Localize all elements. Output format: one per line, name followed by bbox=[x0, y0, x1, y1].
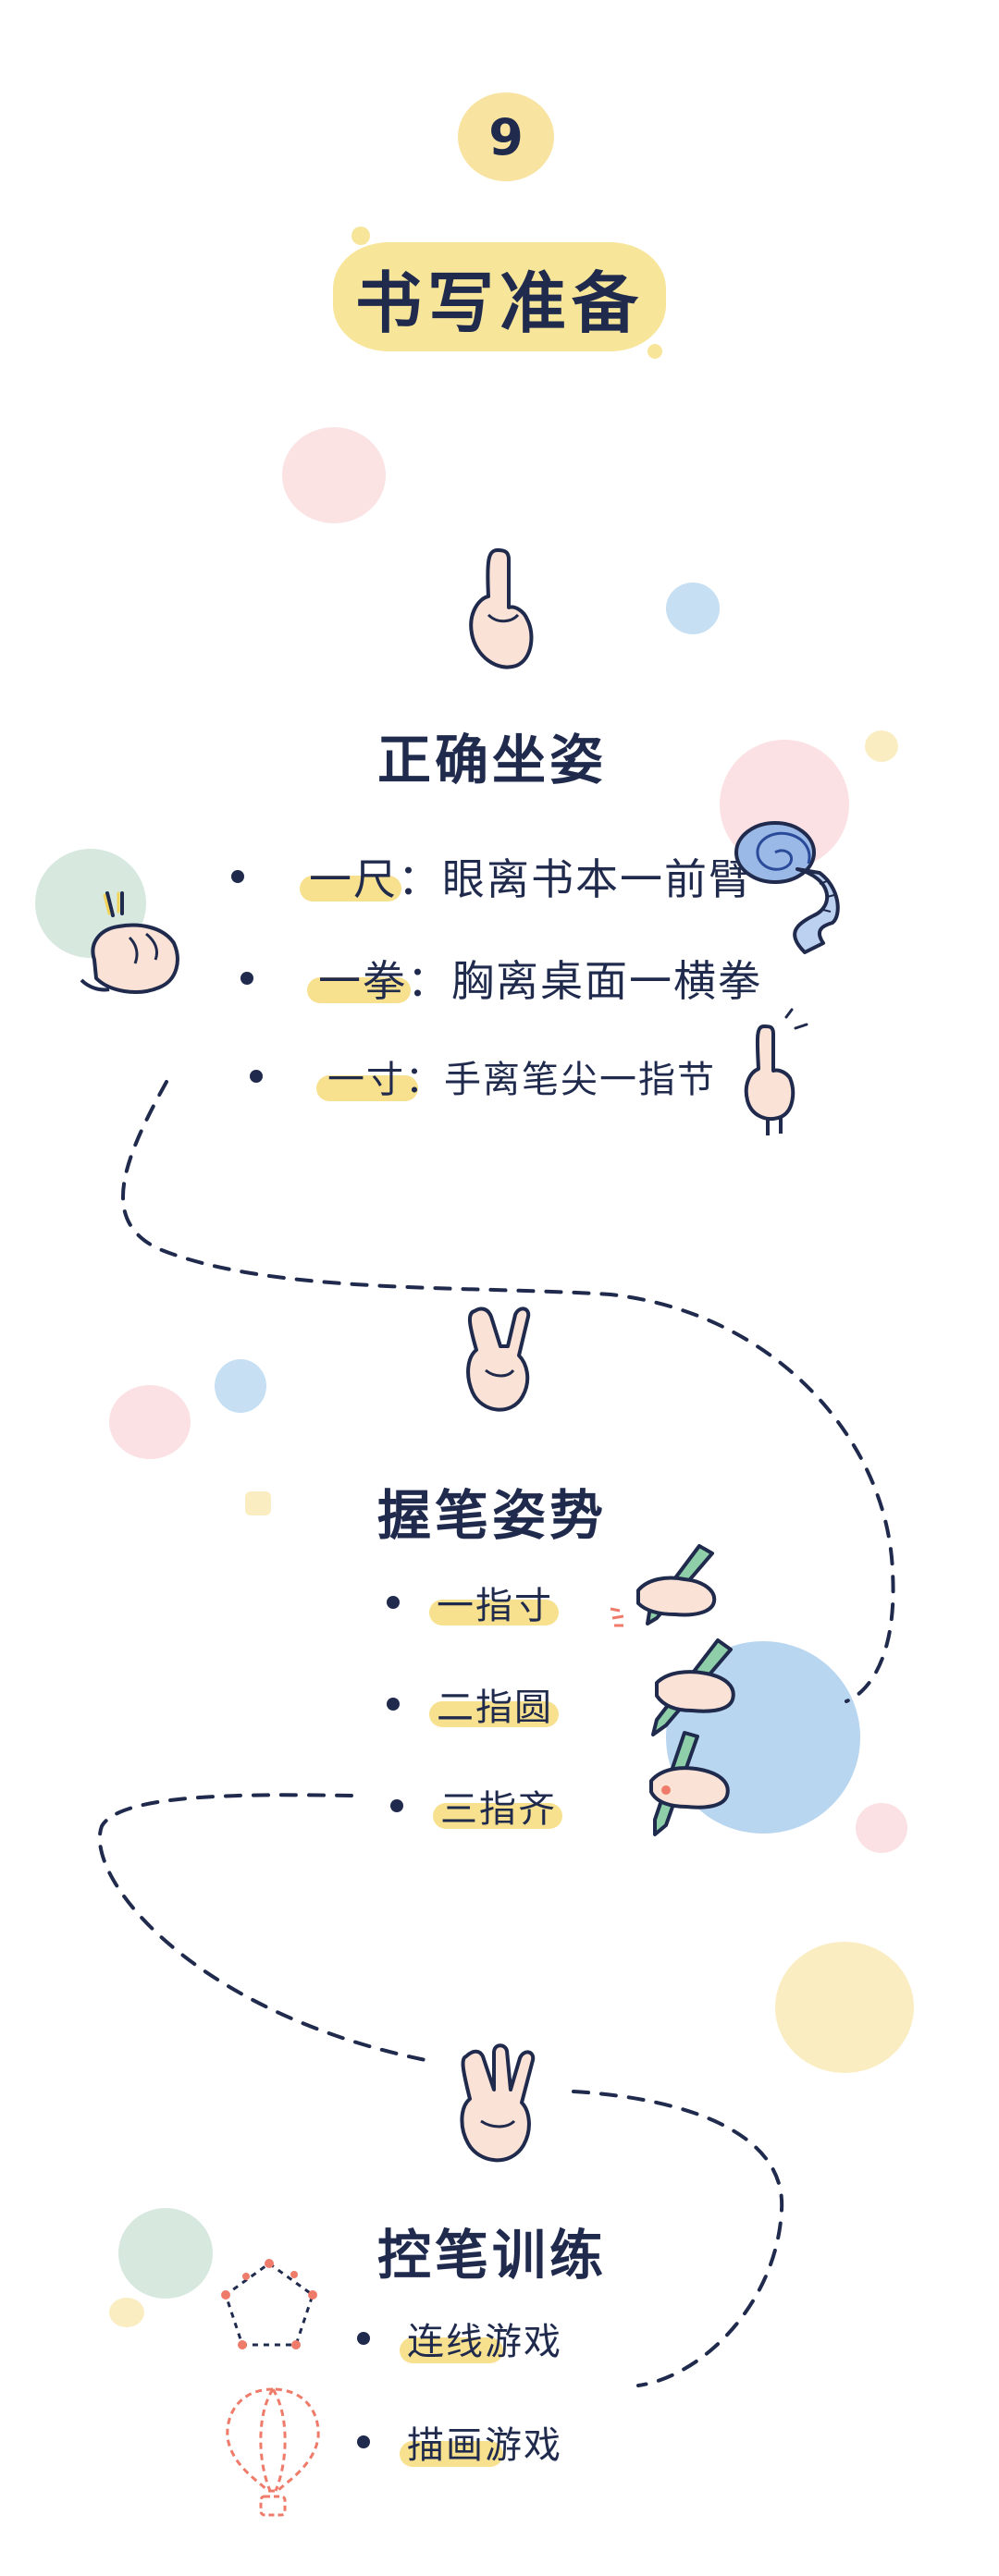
decor-blob bbox=[775, 1942, 914, 2073]
bullet-dot bbox=[231, 870, 244, 883]
decor-blob bbox=[865, 730, 898, 762]
list-item-text: 二指圆 bbox=[429, 1677, 559, 1731]
tape-measure-icon bbox=[734, 821, 840, 954]
grip-list: 一指寸 二指圆 三指齐 bbox=[387, 1576, 562, 1833]
bullet-dot bbox=[390, 1799, 403, 1812]
pencil-hand-icon bbox=[651, 1638, 735, 1736]
list-item-text: 一拳：胸离桌面一横拳 bbox=[307, 948, 762, 1009]
bullet-dot bbox=[357, 2332, 370, 2345]
page-title: 书写准备 bbox=[354, 264, 644, 342]
decor-blob bbox=[666, 583, 720, 634]
page-title-banner: 书写准备 bbox=[333, 242, 666, 351]
list-item: 一指寸 bbox=[387, 1576, 559, 1629]
title-sparkles bbox=[352, 227, 370, 245]
bullet-dot bbox=[250, 1070, 263, 1083]
pencil-hand-icon bbox=[610, 1544, 717, 1627]
posture-list: 一尺：眼离书本一前臂 一拳：胸离桌面一横拳 一寸：手离笔尖一指节 bbox=[231, 846, 762, 1103]
list-item-text: 描画游戏 bbox=[400, 2415, 562, 2469]
list-item-text: 一指寸 bbox=[429, 1576, 559, 1629]
pentagon-dots-icon bbox=[221, 2259, 317, 2349]
decor-blob bbox=[109, 1385, 191, 1459]
bullet-dot bbox=[357, 2435, 370, 2448]
fist-icon bbox=[80, 891, 179, 994]
section-heading-posture: 正确坐姿 bbox=[377, 729, 608, 791]
list-item: 一尺：眼离书本一前臂 bbox=[231, 846, 762, 907]
pointing-finger-icon bbox=[744, 1008, 808, 1135]
decor-blob bbox=[245, 1491, 271, 1515]
chapter-number-badge: 9 bbox=[458, 92, 554, 181]
list-item-text: 三指齐 bbox=[433, 1779, 562, 1833]
list-item-text: 一尺：眼离书本一前臂 bbox=[300, 846, 753, 907]
decor-blob bbox=[282, 427, 386, 523]
section-heading-control: 控笔训练 bbox=[377, 2224, 608, 2287]
list-item-text: 连线游戏 bbox=[400, 2312, 562, 2365]
balloon-icon bbox=[226, 2387, 320, 2517]
list-item: 三指齐 bbox=[390, 1779, 562, 1833]
bullet-dot bbox=[387, 1596, 400, 1609]
bullet-dot bbox=[387, 1698, 400, 1711]
list-item-text: 一寸：手离笔尖一指节 bbox=[316, 1049, 716, 1103]
victory-hand-icon bbox=[466, 1306, 531, 1412]
title-sparkles bbox=[648, 344, 662, 359]
decor-blob bbox=[856, 1803, 907, 1853]
list-item: 连线游戏 bbox=[357, 2312, 562, 2365]
list-item: 一寸：手离笔尖一指节 bbox=[250, 1049, 762, 1103]
decor-blob bbox=[215, 1359, 266, 1413]
list-item: 一拳：胸离桌面一横拳 bbox=[240, 948, 762, 1009]
list-item: 二指圆 bbox=[387, 1677, 559, 1731]
decor-blob bbox=[109, 2298, 144, 2327]
pencil-hand-icon bbox=[649, 1731, 730, 1836]
bullet-dot bbox=[240, 972, 253, 985]
section-heading-grip: 握笔姿势 bbox=[377, 1484, 608, 1547]
three-fingers-icon bbox=[460, 2043, 536, 2163]
decor-blob bbox=[118, 2208, 213, 2299]
control-list: 连线游戏 描画游戏 bbox=[357, 2312, 562, 2469]
index-finger-icon bbox=[469, 548, 534, 669]
list-item: 描画游戏 bbox=[357, 2415, 562, 2469]
